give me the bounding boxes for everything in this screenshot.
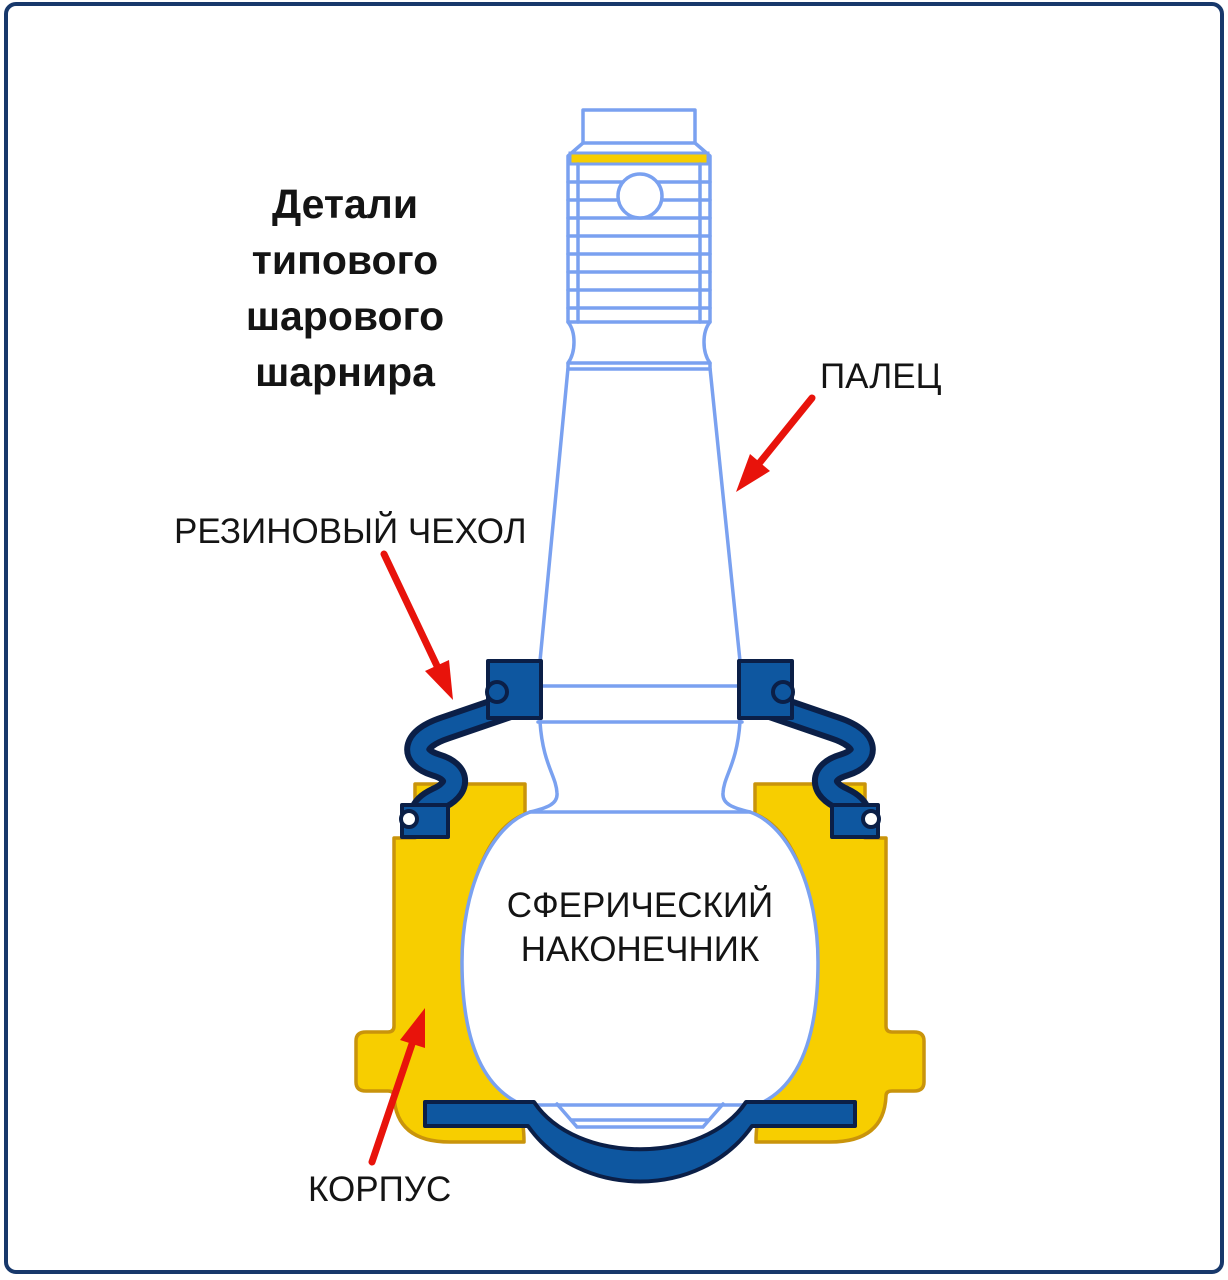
arrow-to-stud [736,394,816,492]
stud-internal-lines [528,361,752,814]
bottom-plate-shape [423,1100,857,1184]
rubber-boot-right [737,659,881,839]
boot-collar-ring-left [485,680,509,704]
label-stud: ПАЛЕЦ [820,357,942,396]
thread-top-band [568,151,710,166]
diagram-title: Детали типового шарового шарнира [245,181,445,395]
ball-bottom-flat [555,1102,725,1129]
label-housing: КОРПУС [308,1170,452,1209]
threaded-section [566,141,712,324]
stud-drawing [460,108,820,1129]
rubber-boot-left [399,659,543,839]
boot-collar-ring-right [771,680,795,704]
arrow-to-boot [380,550,453,700]
cotter-pin-hole [616,172,664,220]
boot-hook-right [861,809,881,829]
label-ball-end: СФЕРИЧЕСКИЙ НАКОНЕЧНИК [506,886,774,969]
arrow-to-housing [368,1008,425,1166]
label-boot: РЕЗИНОВЫЙ ЧЕХОЛ [174,512,527,551]
boot-hook-left [399,809,419,829]
